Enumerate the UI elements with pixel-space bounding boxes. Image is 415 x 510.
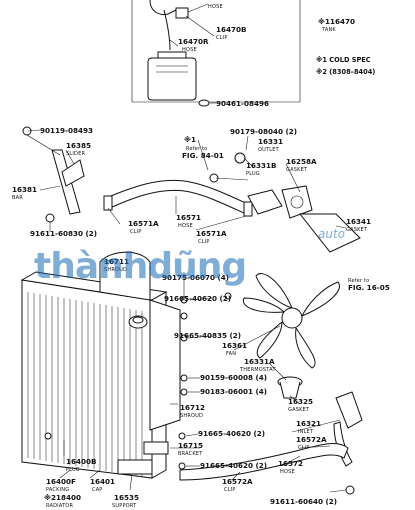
label-16535-part: 16535 [114,493,139,502]
label-16712-part: 16712 [180,403,205,412]
label-16331a-part: 16331A [244,357,275,366]
label-16571-name: HOSE [178,223,193,229]
water-outlet [209,152,361,253]
label-16385-name: SLIDER [66,151,85,157]
label-16572a2-name: CLIP [298,445,310,451]
label-16385-part: 16385 [66,141,91,150]
label-16381-name: BAR [12,195,23,201]
label-16258a-part: 16258A [286,157,317,166]
label-16400f-part: 16400F [46,477,76,486]
label-91611a-part: 91611-60830 (2) [30,229,97,238]
ref-84-line2: FIG. 84-01 [182,151,224,160]
lower-radiator-hose [179,443,349,481]
upper-radiator-hose [105,179,251,215]
hose-clip-right [243,201,253,217]
label-16470b-name: CLIP [216,35,228,41]
ref-16-line2: FIG. 16-05 [348,283,390,292]
label-16470r-part: 16470R [178,37,209,46]
label-116470-name: TANK [321,27,336,33]
label-cold-spec-marker: ※1 [184,135,196,144]
label-91665a-part: 91665-40620 (2) [164,294,231,303]
label-218400-part: ※218400 [44,493,81,502]
label-16331b-name: PLUG [246,171,260,177]
label-16400b-part: 16400B [66,457,96,466]
label-16321-name: INLET [298,429,314,435]
label-16331-part: 16331 [258,137,283,146]
label-218400-name: RADIATOR [46,503,73,509]
label-16325-name: GASKET [288,407,310,413]
label-16571a1-name: CLIP [130,229,142,235]
label-16571a2-part: 16571A [196,229,227,238]
label-90179-part: 90179-08040 (2) [230,127,297,136]
leader-lines [27,3,347,493]
label-90175-part: 90175-06070 (4) [162,273,229,282]
label-16401-name: CAP [92,487,103,493]
note-date-range: ※2 (8308–8404) [316,67,375,76]
label-16572-part: 16572 [278,459,303,468]
shroud-bracket [143,441,169,455]
label-16361-part: 16361 [222,341,247,350]
label-16321-part: 16321 [296,419,321,428]
label-16361-name: FAN [226,351,236,357]
label-16401-part: 16401 [90,477,115,486]
label-90159-part: 90159-60008 (4) [200,373,267,382]
label-16470b-part: 16470B [216,25,246,34]
hose-clip-left [103,195,113,211]
label-90183-part: 90183-06001 (4) [200,387,267,396]
label-16711-name: SHROUD [104,267,127,273]
label-91665b-part: 91665-40835 (2) [174,331,241,340]
label-16535-name: SUPPORT [112,503,137,509]
water-inlet [335,391,363,429]
watermark-sub: auto [318,227,345,241]
label-16470r-name: HOSE [182,47,197,53]
cooling-fan [242,273,340,369]
label-16381-part: 16381 [12,185,37,194]
label-16571-part: 16571 [176,213,201,222]
label-90461-part: 90461-08496 [216,99,269,108]
ref-84-line1: Refer to [186,146,207,152]
label-16572a1-name: CLIP [224,487,236,493]
radiator-support [117,459,153,475]
shroud-upper [99,251,151,301]
label-91611b-part: 91611-60640 (2) [270,497,337,506]
label-16571a2-name: CLIP [198,239,210,245]
label-16400b-name: PLUG [66,467,80,473]
inlet-pipe [333,421,353,467]
label-16715-name: BRACKET [178,451,203,457]
bolts [44,292,355,495]
label-16331b-part: 16331B [246,161,276,170]
label-16572a2-part: 16572A [296,435,327,444]
label-16712-name: SHROUD [180,413,203,419]
label-16331-name: OUTLET [258,147,280,153]
label-91665d-part: 91665-40620 (2) [200,461,267,470]
ref-16-line1: Refer to [348,278,369,284]
label-90119-part: 90119-08493 [40,126,93,135]
label-16715-part: 16715 [178,441,203,450]
label-hose-top-name: HOSE [208,4,223,10]
label-16571a1-part: 16571A [128,219,159,228]
label-16400f-name: PACKING [46,487,69,493]
label-16341-part: 16341 [346,217,371,226]
shroud-lower [149,299,181,431]
reservoir-tank [147,0,210,107]
thermostat [277,376,303,399]
label-16572a1-part: 16572A [222,477,253,486]
watermark-text: thànhdũng [34,246,246,287]
label-16325-part: 16325 [288,397,313,406]
tank-callout-frame [131,0,300,103]
label-16341-name: GASKET [346,227,368,233]
label-16258a-name: GASKET [286,167,308,173]
note-cold-spec: ※1 COLD SPEC [316,55,371,64]
label-16572-name: HOSE [280,469,295,475]
label-91665c-part: 91665-40620 (2) [198,429,265,438]
label-16711-part: 16711 [104,257,129,266]
label-116470-part: ※116470 [318,17,355,26]
label-16331a-name: THERMOSTAT [239,367,276,373]
